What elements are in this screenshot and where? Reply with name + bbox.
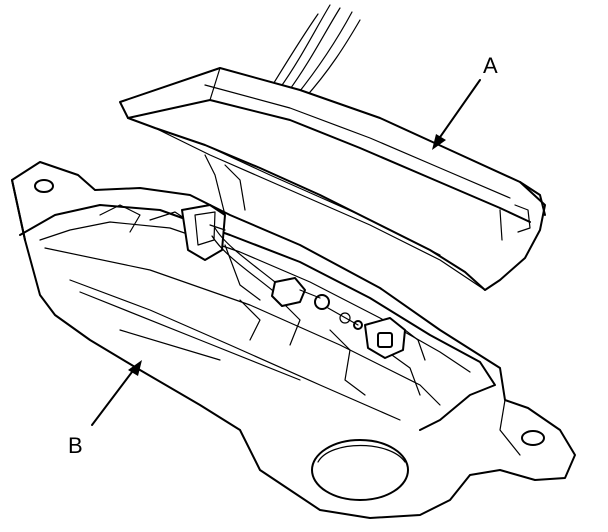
wire-harness: [271, 4, 361, 100]
callout-b: B: [68, 360, 142, 458]
lens-part-a: [119, 67, 546, 291]
callout-b-label: B: [68, 433, 83, 458]
callout-a-label: A: [483, 53, 498, 78]
callout-a: A: [432, 53, 498, 150]
housing-part-b: [11, 161, 576, 519]
